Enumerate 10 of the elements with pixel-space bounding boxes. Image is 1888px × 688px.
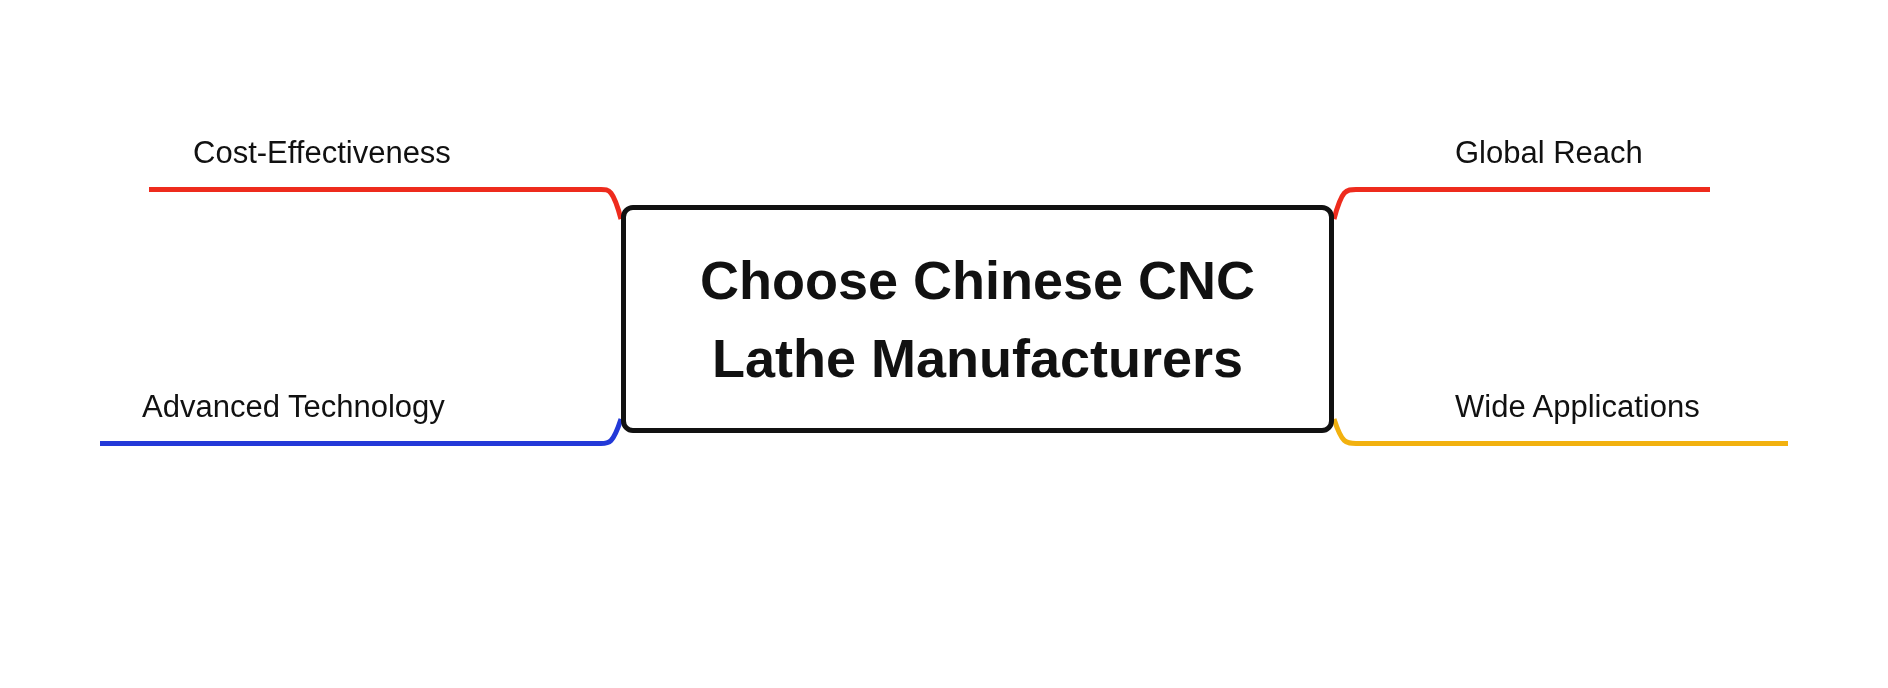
topic-label: Global Reach: [1455, 134, 1643, 173]
branch-connector: [1331, 187, 1357, 220]
topic-label: Advanced Technology: [142, 388, 445, 427]
topic-label: Cost-Effectiveness: [193, 134, 451, 173]
branch-connector: [600, 187, 624, 220]
branch-connector: [1331, 418, 1357, 446]
central-topic-text: Choose Chinese CNC Lathe Manufacturers: [698, 249, 1257, 390]
topic-label: Wide Applications: [1455, 388, 1700, 427]
central-topic-box: [621, 205, 1334, 433]
branch-connector: [600, 418, 624, 446]
